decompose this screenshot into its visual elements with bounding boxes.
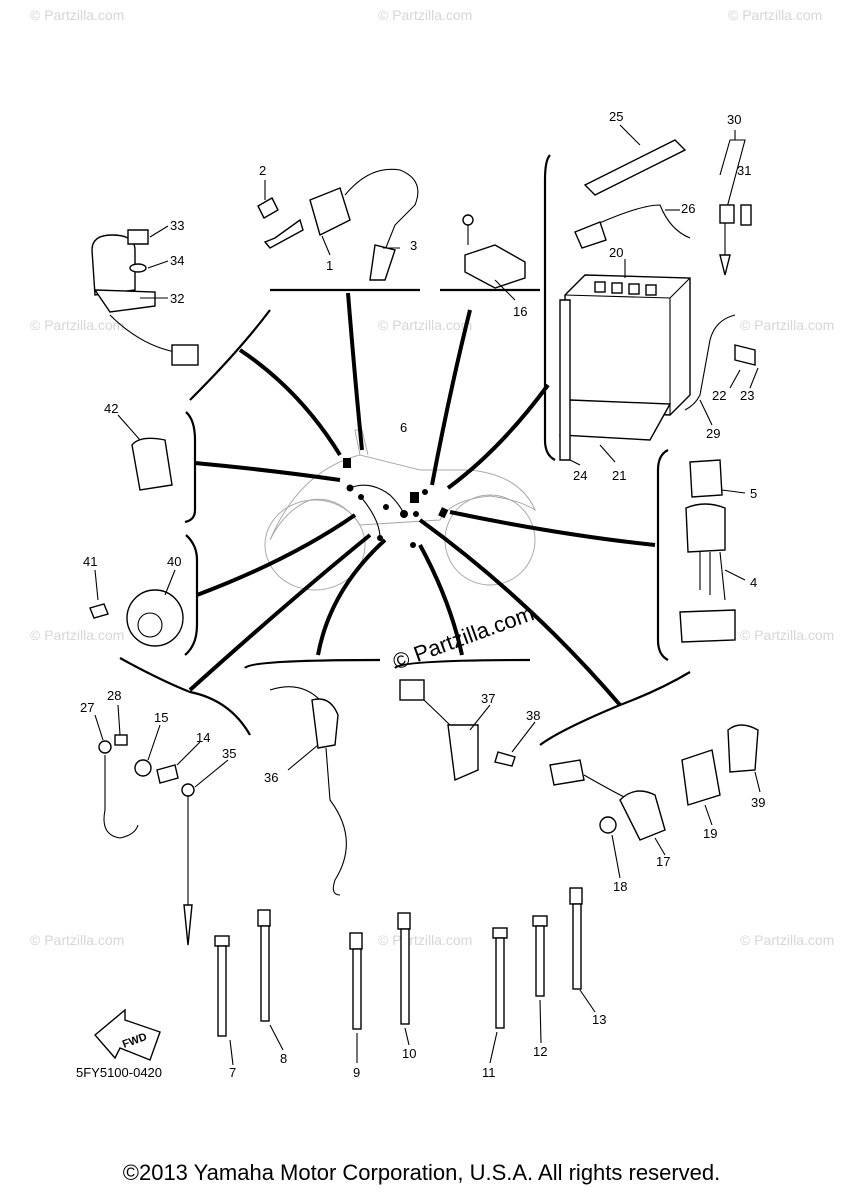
watermark: © Partzilla.com <box>378 317 472 333</box>
callout-31: 31 <box>737 163 751 178</box>
callout-labels: 1 2 3 4 5 6 7 8 9 10 11 12 13 14 15 16 1… <box>80 109 765 1080</box>
watermark-group: © Partzilla.com © Partzilla.com © Partzi… <box>30 7 834 948</box>
battery-group <box>559 124 759 466</box>
callout-4: 4 <box>750 575 757 590</box>
lower-left-group <box>94 704 229 946</box>
callout-10: 10 <box>402 1046 416 1061</box>
callout-25: 25 <box>609 109 623 124</box>
watermark: © Partzilla.com <box>30 932 124 948</box>
callout-8: 8 <box>280 1051 287 1066</box>
callout-29: 29 <box>706 426 720 441</box>
callout-34: 34 <box>170 253 184 268</box>
callout-15: 15 <box>154 710 168 725</box>
callout-30: 30 <box>727 112 741 127</box>
callout-28: 28 <box>107 688 121 703</box>
callout-9: 9 <box>353 1065 360 1080</box>
callout-19: 19 <box>703 826 717 841</box>
callout-21: 21 <box>612 468 626 483</box>
relay-group <box>679 459 746 643</box>
callout-14: 14 <box>196 730 210 745</box>
watermark: © Partzilla.com <box>740 627 834 643</box>
callout-27: 27 <box>80 700 94 715</box>
callout-1: 1 <box>326 258 333 273</box>
center-watermark: © Partzilla.com <box>389 600 537 674</box>
callout-36: 36 <box>264 770 278 785</box>
small-parts-left-group <box>89 414 184 647</box>
callout-20: 20 <box>609 245 623 260</box>
callout-32: 32 <box>170 291 184 306</box>
callout-38: 38 <box>526 708 540 723</box>
callout-41: 41 <box>83 554 97 569</box>
watermark: © Partzilla.com <box>30 7 124 23</box>
leader-lines <box>188 292 656 707</box>
vehicle-silhouette <box>264 429 537 591</box>
switch-group <box>399 679 536 782</box>
ignitor-group <box>462 214 526 301</box>
watermark: © Partzilla.com <box>30 317 124 333</box>
callout-33: 33 <box>170 218 184 233</box>
sensor-group <box>269 686 347 896</box>
callout-37: 37 <box>481 691 495 706</box>
main-switch-group <box>91 225 199 366</box>
callout-7: 7 <box>229 1065 236 1080</box>
watermark: © Partzilla.com <box>740 317 834 333</box>
callout-11: 11 <box>482 1065 496 1080</box>
watermark: © Partzilla.com <box>740 932 834 948</box>
callout-40: 40 <box>167 554 181 569</box>
watermark: © Partzilla.com <box>378 7 472 23</box>
fwd-arrow-icon: FWD <box>94 1008 161 1061</box>
callout-42: 42 <box>104 401 118 416</box>
copyright-notice: ©2013 Yamaha Motor Corporation, U.S.A. A… <box>122 1160 721 1185</box>
callout-6: 6 <box>400 420 407 435</box>
callout-24: 24 <box>573 468 587 483</box>
lower-right-group <box>549 724 761 879</box>
callout-12: 12 <box>533 1044 547 1059</box>
callout-2: 2 <box>259 163 266 178</box>
callout-16: 16 <box>513 304 527 319</box>
cable-ties-group <box>214 887 596 1066</box>
watermark: © Partzilla.com <box>30 627 124 643</box>
group-frames <box>119 154 691 746</box>
callout-13: 13 <box>592 1012 606 1027</box>
drawing-code: 5FY5100-0420 <box>76 1065 162 1080</box>
ignition-coil-group <box>257 168 419 281</box>
callout-22: 22 <box>712 388 726 403</box>
callout-17: 17 <box>656 854 670 869</box>
watermark: © Partzilla.com <box>728 7 822 23</box>
callout-18: 18 <box>613 879 627 894</box>
callout-39: 39 <box>751 795 765 810</box>
callout-26: 26 <box>681 201 695 216</box>
watermark: © Partzilla.com <box>378 932 472 948</box>
callout-35: 35 <box>222 746 236 761</box>
callout-5: 5 <box>750 486 757 501</box>
callout-3: 3 <box>410 238 417 253</box>
callout-23: 23 <box>740 388 754 403</box>
